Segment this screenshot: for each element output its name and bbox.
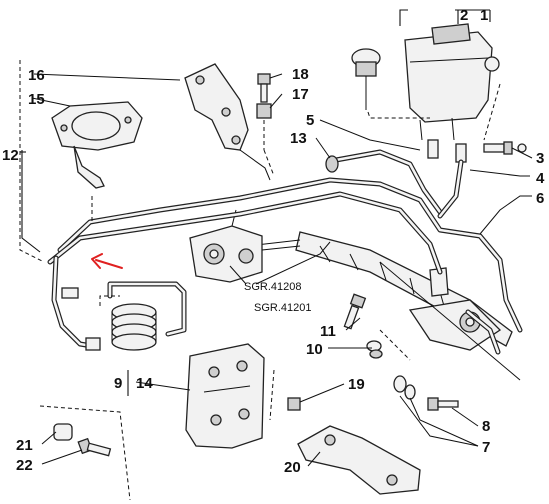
callout-16: 16 <box>28 67 45 84</box>
mounting-bracket-20 <box>297 425 421 495</box>
bolt-19 <box>287 397 301 411</box>
callout-22: 22 <box>16 457 33 474</box>
callout-20: 20 <box>284 459 301 476</box>
hose-main-lower <box>47 191 443 275</box>
mounting-bracket-16 <box>184 63 271 181</box>
callout-5: 5 <box>306 112 314 129</box>
callout-13: 13 <box>290 130 307 147</box>
hose-main-upper <box>57 177 523 333</box>
callout-12: 12 <box>2 147 19 164</box>
gasket-plate-15 <box>51 101 143 189</box>
mounting-plate-14 <box>185 343 265 449</box>
bolt-22 <box>77 437 112 457</box>
hose-return-5 <box>333 139 467 219</box>
fluid-reservoir <box>404 23 500 141</box>
cooler-coil <box>107 281 187 351</box>
nut-17 <box>256 103 272 150</box>
callout-6: 6 <box>536 190 544 207</box>
bolt-11 <box>343 293 367 330</box>
valve-body <box>189 209 301 283</box>
callout-1: 1 <box>480 7 488 24</box>
callout-21: 21 <box>16 437 33 454</box>
callout-17: 17 <box>292 86 309 103</box>
callout-11: 11 <box>320 323 336 340</box>
callout-7: 7 <box>482 439 490 456</box>
bolt-8 <box>427 397 459 411</box>
hose-lower-right <box>465 309 501 355</box>
washer-10 <box>366 340 383 359</box>
callout-8: 8 <box>482 418 490 435</box>
annotation-arrow <box>91 253 123 269</box>
callout-15: 15 <box>28 91 45 108</box>
bolt-3 <box>483 141 527 155</box>
reference-sgr-41208: SGR.41208 <box>244 281 301 293</box>
reservoir-cap <box>351 48 381 110</box>
hose-left-12 <box>51 255 101 351</box>
callout-14: 14 <box>136 375 153 392</box>
callout-4: 4 <box>536 170 545 187</box>
callout-9: 9 <box>114 375 122 392</box>
callout-19: 19 <box>348 376 365 393</box>
washer-7 <box>393 375 416 400</box>
callout-18: 18 <box>292 66 309 83</box>
callout-3: 3 <box>536 150 544 167</box>
spacer-21 <box>53 423 73 441</box>
hose-clamp-13 <box>325 155 339 173</box>
bolt-18 <box>257 73 271 103</box>
callout-10: 10 <box>306 341 323 358</box>
callout-2: 2 <box>460 7 468 24</box>
reference-sgr-41201: SGR.41201 <box>254 302 311 314</box>
